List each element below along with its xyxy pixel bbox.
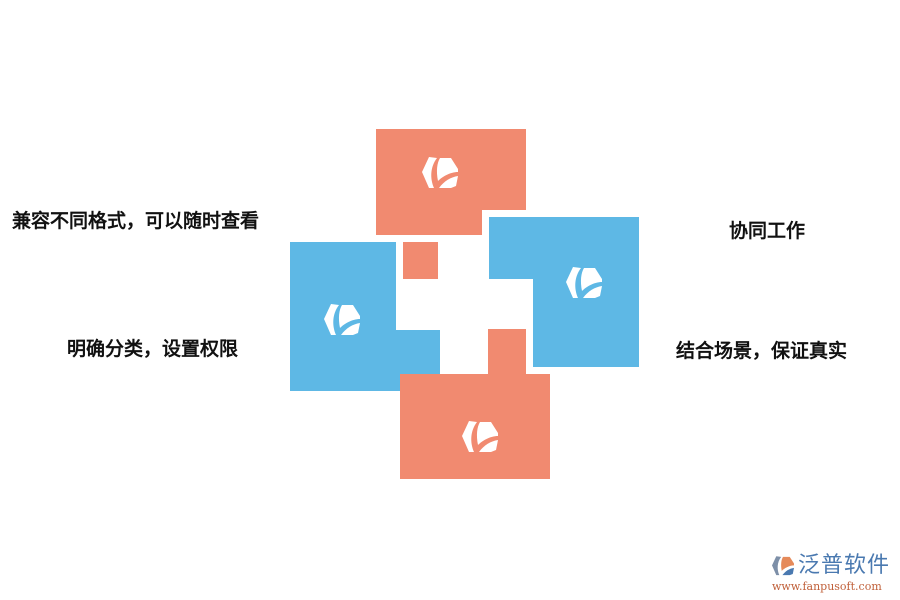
tile-bottom-tab bbox=[488, 329, 526, 375]
tile-bottom-main bbox=[400, 374, 550, 479]
fanpu-logo-icon bbox=[462, 421, 498, 452]
fanpu-logo-icon bbox=[324, 304, 360, 335]
brand-name: 泛普软件 bbox=[798, 553, 891, 578]
fanpu-brand-logo-icon bbox=[772, 556, 794, 576]
brand-watermark: 泛普软件 www.fanpusoft.com bbox=[770, 553, 895, 598]
tile-top-lower bbox=[376, 209, 482, 235]
tile-right-lower bbox=[533, 278, 639, 367]
label-top-left: 兼容不同格式，可以随时查看 bbox=[12, 210, 260, 232]
label-bottom-left: 明确分类，设置权限 bbox=[67, 338, 239, 360]
brand-url: www.fanpusoft.com bbox=[772, 580, 882, 593]
tile-right-upper bbox=[489, 217, 639, 279]
small-orange-square bbox=[403, 242, 438, 279]
label-bottom-right: 结合场景，保证真实 bbox=[676, 340, 848, 362]
label-top-right: 协同工作 bbox=[729, 220, 806, 242]
fanpu-logo-icon bbox=[422, 157, 458, 188]
fanpu-logo-icon bbox=[566, 267, 602, 298]
